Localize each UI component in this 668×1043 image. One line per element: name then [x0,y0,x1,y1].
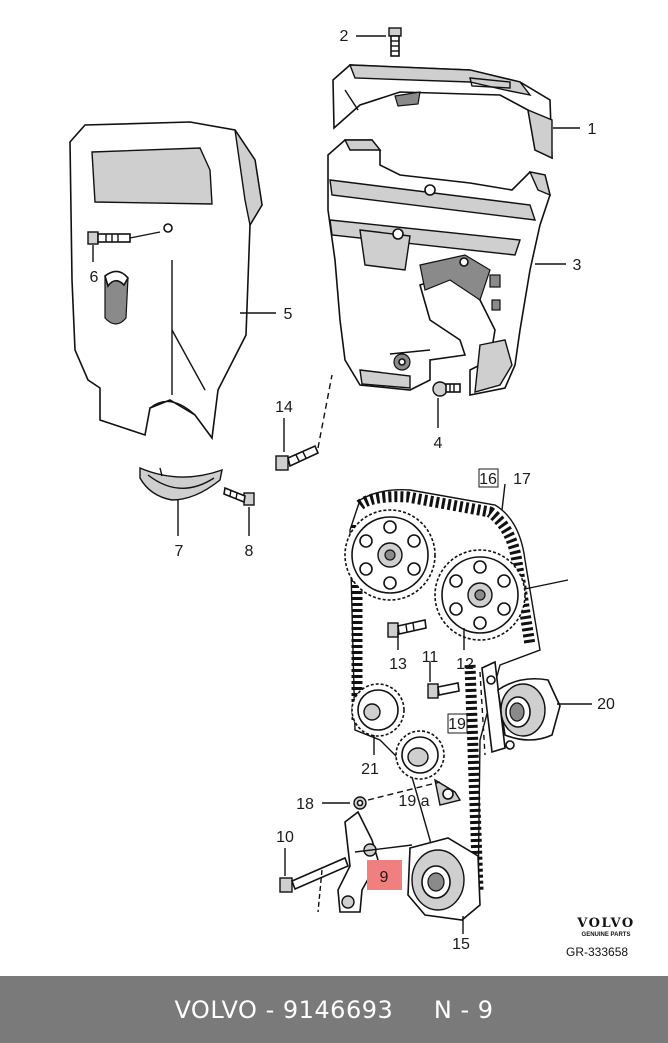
callout-7: 7 [175,543,184,560]
volvo-brand-logo: VOLVO GENUINE PARTS [556,916,656,938]
footer-text: VOLVO - 9146693 N - 9 [174,995,494,1024]
callout-20: 20 [597,696,615,713]
callout-13: 13 [389,656,407,673]
callout-19: 19 [448,716,466,733]
box-19 [447,713,468,734]
part-number-footer: VOLVO - 9146693 N - 9 [0,976,668,1043]
callout-15: 15 [452,936,470,953]
leader-plate-to-14 [389,349,431,355]
timing-belt-assembly [279,489,569,921]
callout-12: 12 [456,656,474,673]
callout-6: 6 [90,269,99,286]
leader-17 [501,483,506,511]
callout-5: 5 [284,306,293,323]
backing-plate-part-3 [327,139,552,396]
lower-cover-part-7 [139,466,223,501]
screw-part-8 [223,486,255,506]
highlight-part-9 [367,860,402,890]
brand-name: VOLVO [577,916,635,931]
callout-14: 14 [275,399,293,416]
callout-10: 10 [276,829,294,846]
bolt-part-14 [275,374,333,471]
callout-21: 21 [361,761,379,778]
callout-18: 18 [296,796,314,813]
box-16 [478,468,499,488]
callout-4: 4 [434,435,443,452]
callout-11: 11 [422,649,439,666]
callout-8: 8 [245,543,254,560]
front-cover-part-5 [69,121,263,441]
bolt-part-2 [388,27,402,57]
callout-2: 2 [340,28,349,45]
bolt-part-4 [432,381,461,397]
upper-cover-part-1 [332,64,553,160]
parts-diagram: 2 1 3 6 5 14 4 16 17 7 8 11 13 12 20 19 … [69,27,656,959]
brand-subtitle: GENUINE PARTS [581,932,631,938]
callout-9: 9 [380,869,389,886]
diagram-reference-code: GR-333658 [566,945,629,959]
callout-1: 1 [588,121,597,138]
exploded-view-drawing: 2 1 3 6 5 14 4 16 17 7 8 11 13 12 20 19 … [69,27,615,953]
bolt-part-6 [87,231,161,245]
callout-16: 16 [479,471,497,488]
callout-17: 17 [513,471,531,488]
callout-19a: 19 a [398,793,429,810]
callout-3: 3 [573,257,582,274]
